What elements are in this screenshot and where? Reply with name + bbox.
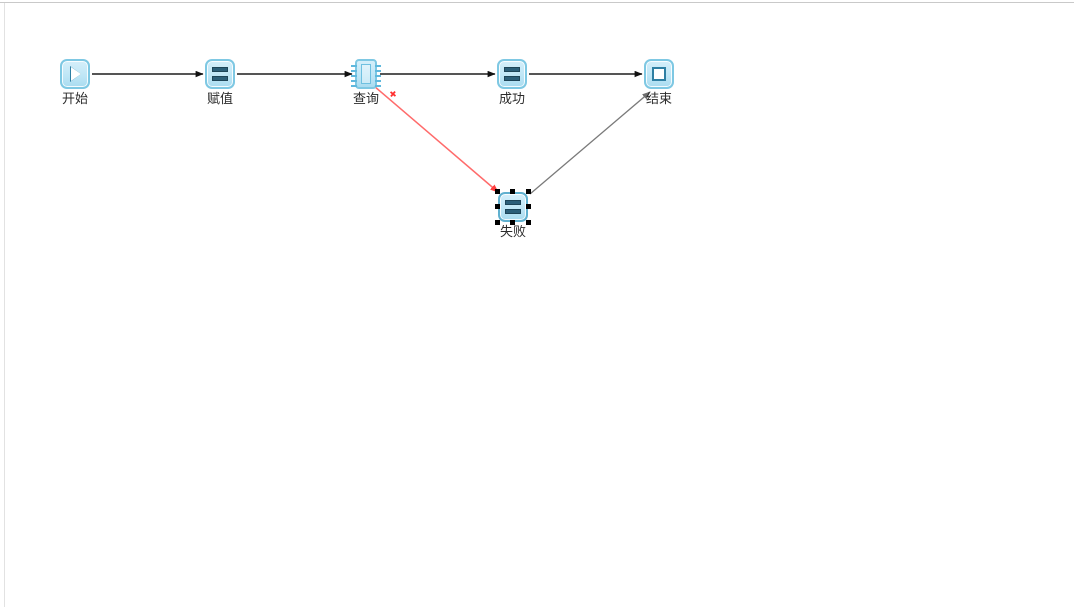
resize-handle-sw[interactable] xyxy=(495,220,500,225)
assign-bars-icon xyxy=(497,59,527,89)
assign-bars-icon xyxy=(205,59,235,89)
play-icon xyxy=(60,59,90,89)
stop-square-icon xyxy=(644,59,674,89)
node-success-shape xyxy=(497,59,527,89)
node-failure-label: 失败 xyxy=(499,225,526,240)
node-start-shape xyxy=(60,59,90,89)
canvas-left-border xyxy=(4,3,5,607)
resize-handle-s[interactable] xyxy=(510,220,515,225)
node-start-label: 开始 xyxy=(61,92,88,107)
resize-handle-nw[interactable] xyxy=(495,189,500,194)
node-success-label: 成功 xyxy=(498,92,525,107)
chip-icon xyxy=(351,59,381,89)
selection-handles[interactable] xyxy=(495,189,531,225)
node-end-label: 结束 xyxy=(645,92,672,107)
resize-handle-e[interactable] xyxy=(526,204,531,209)
assign-bars-icon xyxy=(498,192,528,222)
node-query-label: 查询 xyxy=(352,92,379,107)
resize-handle-w[interactable] xyxy=(495,204,500,209)
node-assign-label: 赋值 xyxy=(206,92,233,107)
canvas-top-border xyxy=(0,2,1074,3)
node-assign-shape xyxy=(205,59,235,89)
resize-handle-se[interactable] xyxy=(526,220,531,225)
resize-handle-ne[interactable] xyxy=(526,189,531,194)
resize-handle-n[interactable] xyxy=(510,189,515,194)
